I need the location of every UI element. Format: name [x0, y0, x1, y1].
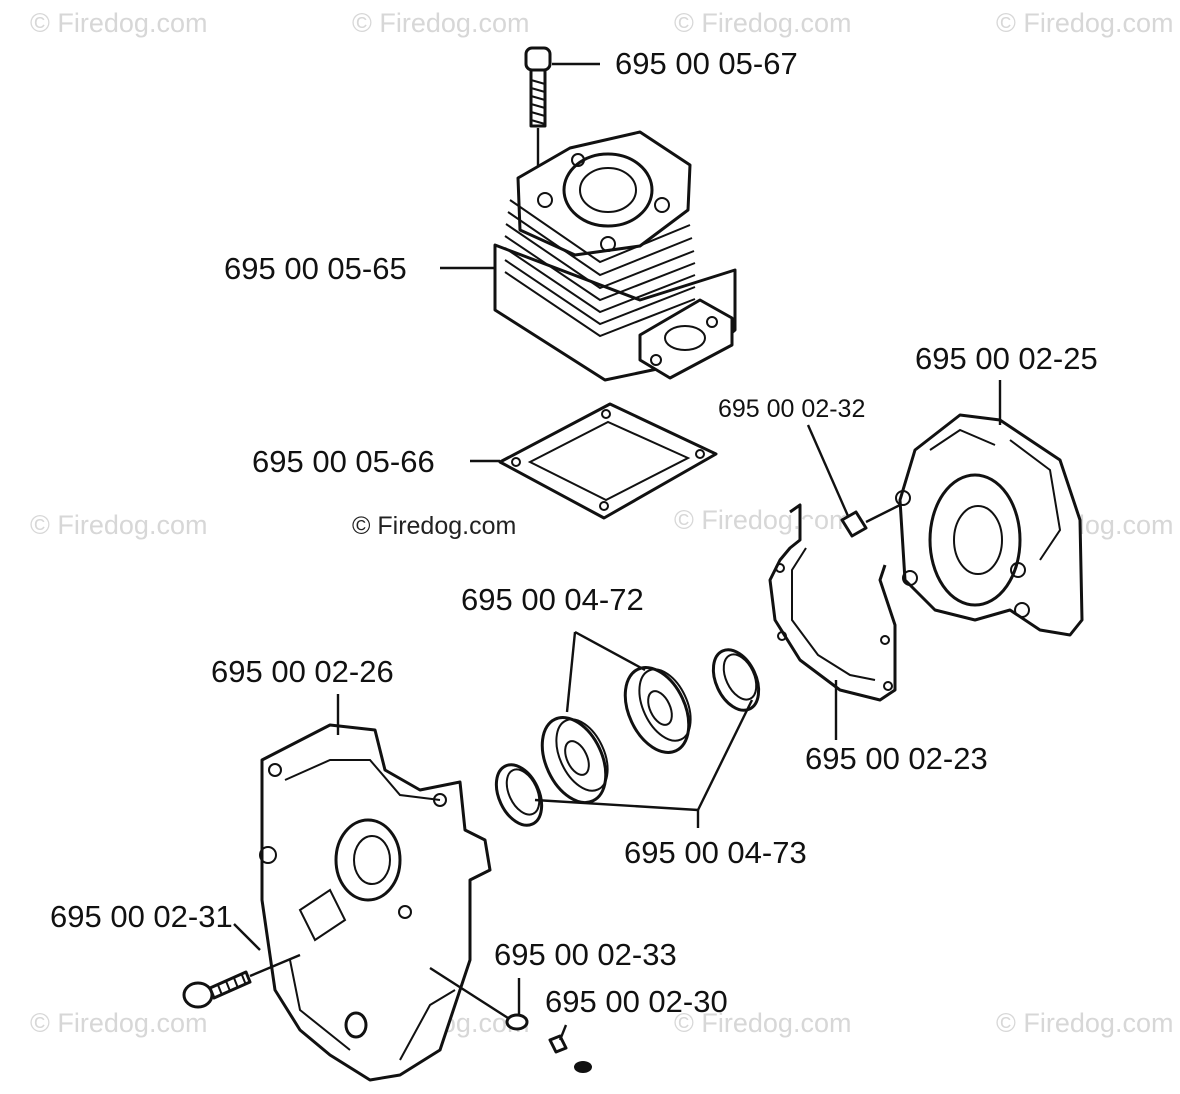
plug-drawing [548, 1034, 592, 1073]
seal-ring-drawing [494, 648, 761, 827]
part-label-bearing: 695 00 04-72 [461, 582, 644, 617]
watermark: © Firedog.com [30, 510, 208, 540]
part-label-crankcase-right: 695 00 02-25 [915, 341, 1098, 376]
part-label-cylinder: 695 00 05-65 [224, 251, 407, 286]
watermark: © Firedog.com [674, 8, 852, 38]
part-label-crankcase-gasket: 695 00 02-23 [805, 741, 988, 776]
crankcase-right-drawing [895, 413, 1084, 637]
leader-line [565, 631, 577, 713]
part-label-screw-top: 695 00 05-67 [615, 46, 798, 81]
crankcase-gasket-drawing [768, 503, 897, 702]
leader-line [558, 1024, 568, 1041]
leader-line [233, 923, 261, 951]
part-label-seal-ring: 695 00 04-73 [624, 835, 807, 870]
part-label-washer: 695 00 02-33 [494, 937, 677, 972]
center-watermark: © Firedog.com [352, 512, 517, 540]
watermark: © Firedog.com [30, 1008, 208, 1038]
leader-line [574, 630, 646, 672]
crankcase-left-drawing [259, 723, 492, 1082]
crankcase-screw-drawing [182, 953, 301, 1009]
part-label-cylinder-gasket: 695 00 05-66 [252, 444, 435, 479]
part-label-plug: 695 00 02-30 [545, 984, 728, 1019]
watermark: © Firedog.com [996, 8, 1174, 38]
cylinder-gasket-drawing [498, 402, 718, 520]
leader-line [534, 798, 699, 812]
leader-line [696, 699, 754, 811]
leader-line [806, 424, 850, 517]
washer-drawing [429, 966, 529, 1031]
screw-top-drawing [524, 46, 552, 170]
watermark: © Firedog.com [352, 8, 530, 38]
bearing-drawing [540, 666, 692, 804]
watermark: © Firedog.com [996, 1008, 1174, 1038]
part-label-crankcase-left: 695 00 02-26 [211, 654, 394, 689]
part-label-dowel-pin: 695 00 02-32 [718, 395, 866, 423]
dowel-pin-drawing [840, 503, 901, 538]
watermark: © Firedog.com [674, 1008, 852, 1038]
cylinder-drawing [493, 130, 737, 382]
part-label-crankcase-screw: 695 00 02-31 [50, 899, 233, 934]
watermark: © Firedog.com [30, 8, 208, 38]
